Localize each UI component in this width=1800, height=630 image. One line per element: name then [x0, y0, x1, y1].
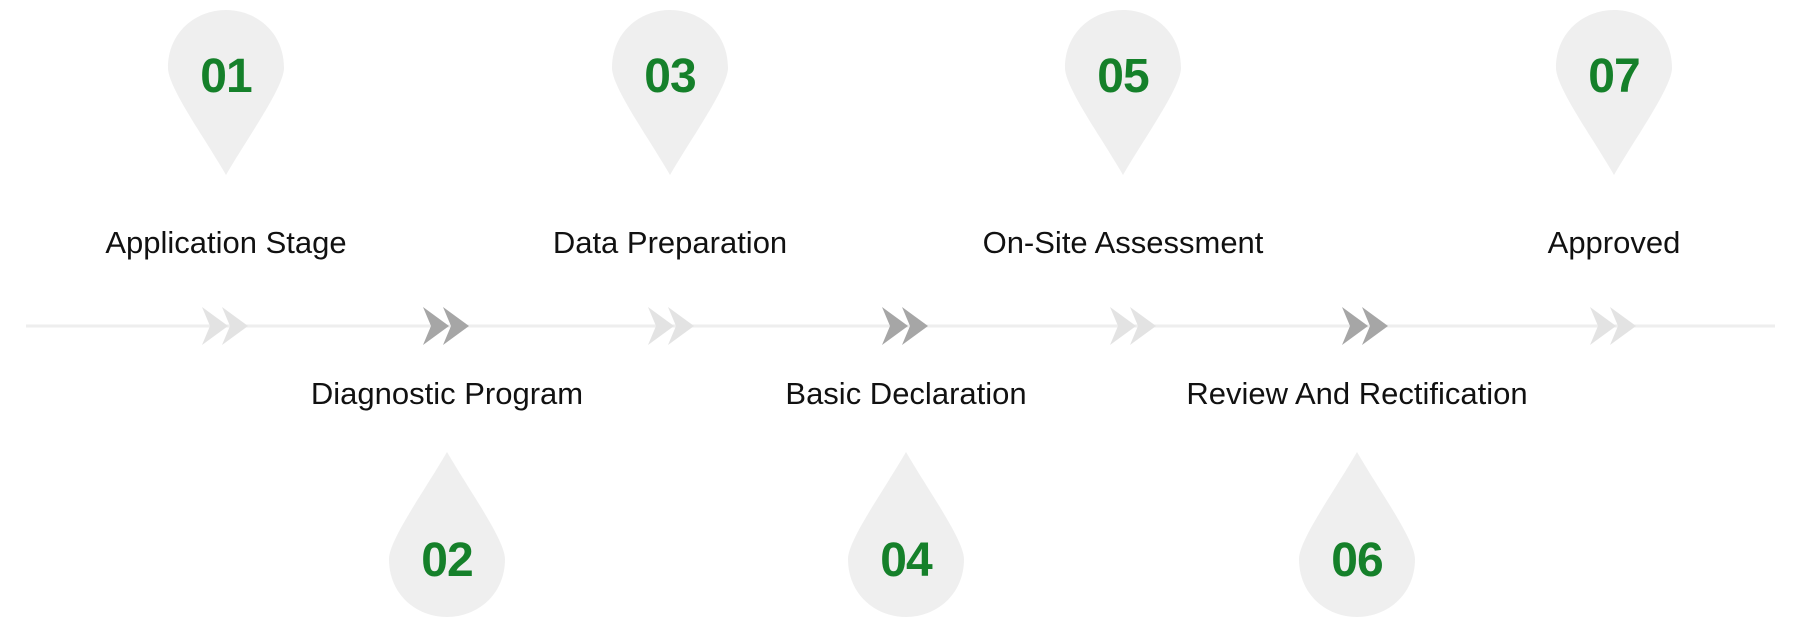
pin-marker-icon: [1299, 452, 1415, 617]
step-number: 04: [880, 534, 933, 587]
timeline-step: 06 Review And Rectification: [1186, 376, 1528, 617]
pin-marker-icon: [168, 10, 284, 175]
chevron-icon: [648, 307, 694, 345]
step-number: 05: [1097, 50, 1149, 103]
chevron-icon: [1342, 307, 1388, 345]
step-label: Diagnostic Program: [311, 376, 583, 411]
step-label: On-Site Assessment: [983, 225, 1264, 260]
step-label: Review And Rectification: [1186, 376, 1527, 411]
step-number: 03: [644, 50, 695, 103]
chevron-markers: [202, 307, 1636, 345]
pin-marker-icon: [848, 452, 964, 617]
chevron-icon: [1590, 307, 1636, 345]
step-number: 02: [421, 534, 472, 587]
step-number: 06: [1331, 534, 1382, 587]
chevron-icon: [423, 307, 469, 345]
step-label: Data Preparation: [553, 225, 787, 260]
step-label: Basic Declaration: [785, 376, 1026, 411]
pin-marker-icon: [1065, 10, 1181, 175]
step-label: Approved: [1548, 225, 1681, 260]
chevron-icon: [882, 307, 928, 345]
pin-marker-icon: [612, 10, 728, 175]
timeline-step: 02 Diagnostic Program: [311, 376, 583, 617]
chevron-icon: [1110, 307, 1156, 345]
step-number: 01: [200, 50, 252, 103]
step-number: 07: [1588, 50, 1639, 103]
pin-marker-icon: [389, 452, 505, 617]
chevron-icon: [202, 307, 248, 345]
step-label: Application Stage: [105, 225, 346, 260]
pin-marker-icon: [1556, 10, 1672, 175]
timeline-step: 04 Basic Declaration: [785, 376, 1027, 617]
